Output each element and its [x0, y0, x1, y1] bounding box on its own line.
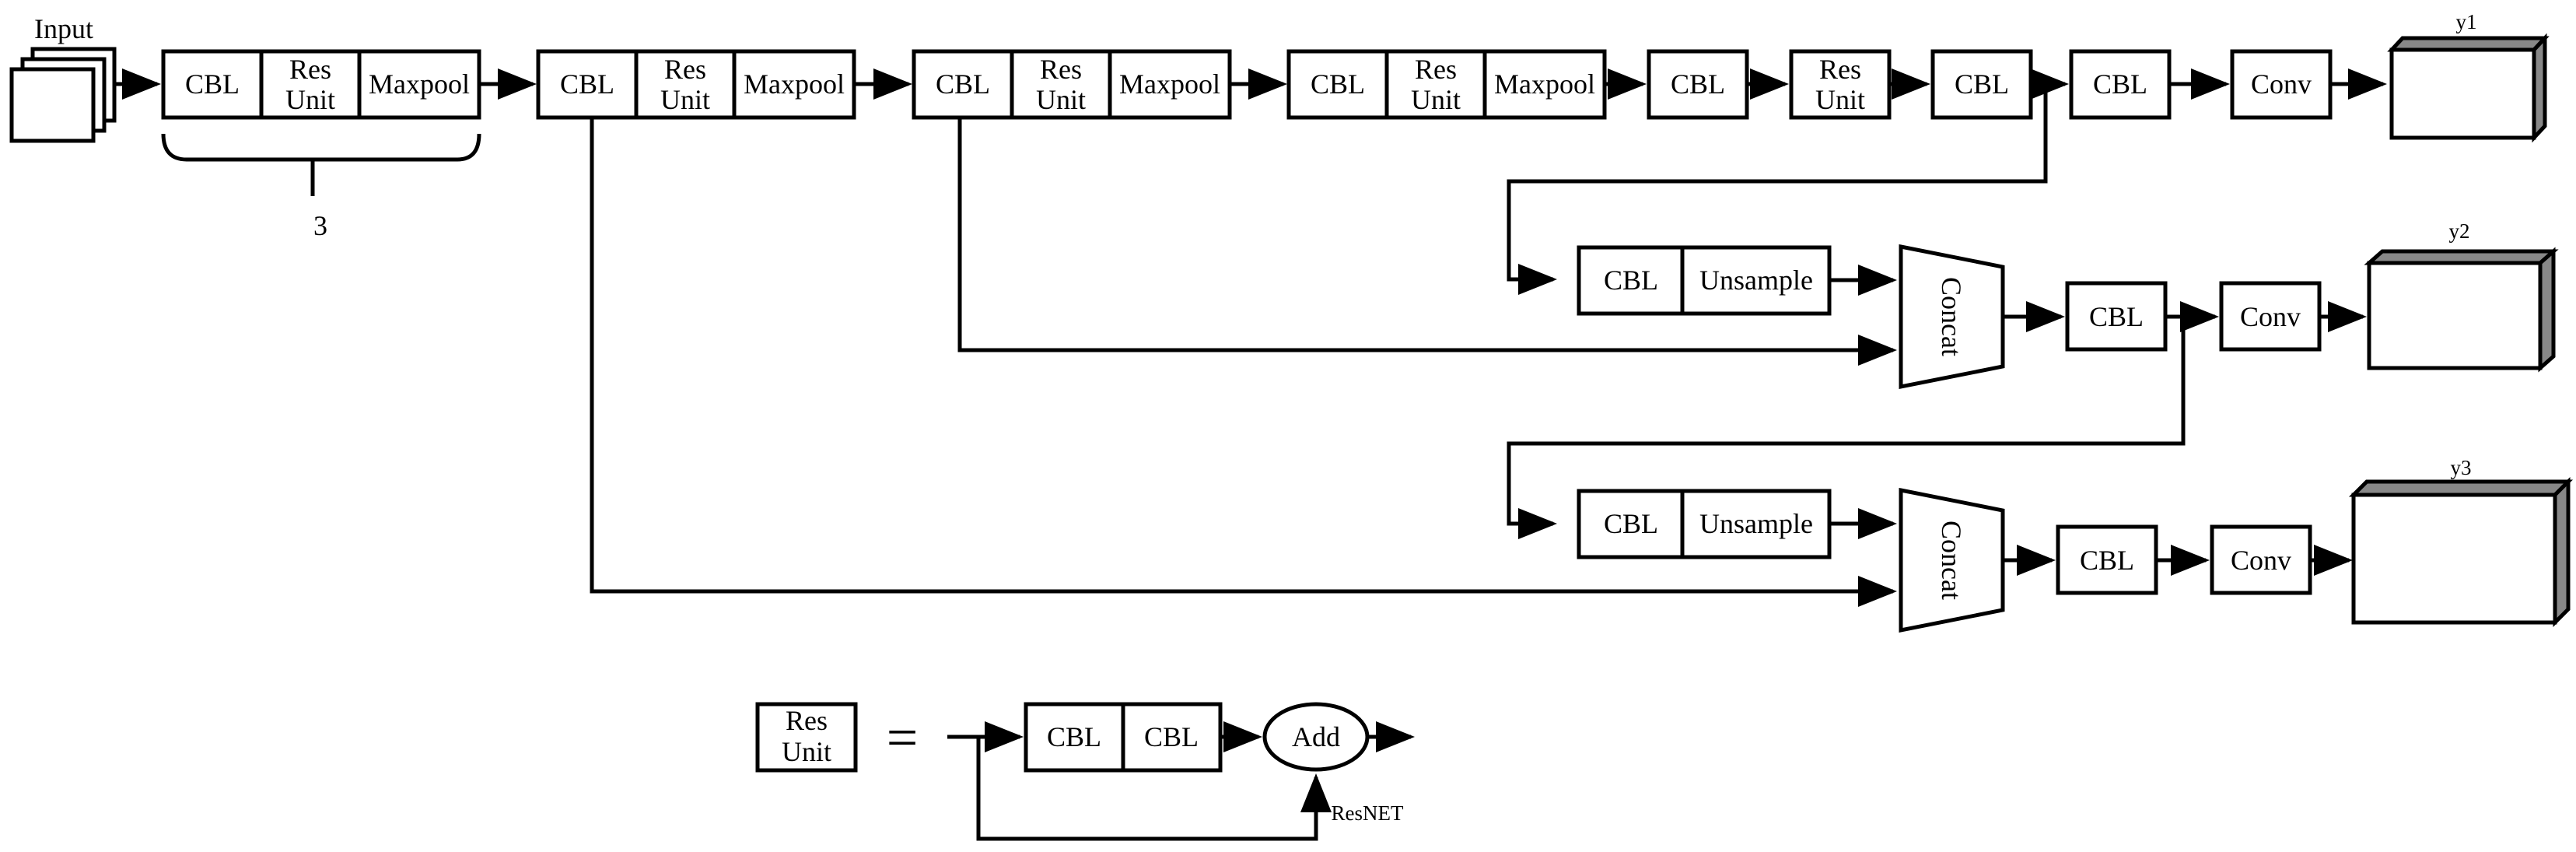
head-2-cbl: CBL — [2065, 281, 2168, 352]
output-y1: y1 — [2387, 10, 2550, 143]
block-1-frame — [161, 49, 481, 120]
tail-unit-label: Unit — [1815, 84, 1865, 115]
y3-label: y3 — [2451, 456, 2472, 479]
legend-cbl-1-label: CBL — [1047, 721, 1101, 752]
upsample-1-cbl-label: CBL — [1604, 265, 1658, 296]
block-2-res-label: Res — [664, 54, 706, 85]
tail-res-label: Res — [1819, 54, 1861, 85]
repeat-brace: 3 — [161, 133, 481, 241]
repeat-count-label: 3 — [313, 210, 327, 241]
block-4-maxpool-label: Maxpool — [1494, 68, 1595, 100]
tail-res-unit: Res Unit — [1789, 49, 1892, 120]
connector-block2-to-concat2 — [590, 117, 1897, 607]
concat-2-label: Concat — [1936, 521, 1967, 600]
block-3-maxpool-label: Maxpool — [1119, 68, 1220, 100]
head-2-conv-label: Conv — [2240, 301, 2301, 332]
block-3-cbl-label: CBL — [936, 68, 990, 100]
head-3-cbl-label: CBL — [2080, 545, 2134, 576]
connector-to-upsample-2 — [1507, 317, 2186, 539]
input-layer-front — [9, 67, 96, 143]
block-1-unit-label: Unit — [285, 84, 335, 115]
head-1-conv-label: Conv — [2251, 68, 2312, 100]
block-3-res-label: Res — [1040, 54, 1082, 85]
block-1-maxpool-label: Maxpool — [369, 68, 470, 100]
legend-res-unit-box — [755, 702, 858, 773]
block-2-maxpool-label: Maxpool — [744, 68, 845, 100]
legend-res-label: Res — [786, 705, 828, 736]
connector-block3-to-concat1 — [957, 117, 1897, 366]
equals-sign: = — [887, 706, 919, 769]
head-3-conv: Conv — [2210, 524, 2312, 595]
tail-cbl-1-label: CBL — [1671, 68, 1725, 100]
tail-cbl-1: CBL — [1647, 49, 1749, 120]
block-4-unit-label: Unit — [1411, 84, 1461, 115]
backbone-block-1: CBL Res Unit Maxpool — [161, 49, 481, 120]
block-1-cbl-label: CBL — [185, 68, 240, 100]
upsample-block-1: CBL Unsample — [1577, 245, 1832, 316]
output-y3: y3 — [2348, 456, 2574, 628]
y2-label: y2 — [2449, 219, 2470, 243]
head-1-cbl-label: CBL — [2093, 68, 2147, 100]
block-2-cbl-label: CBL — [560, 68, 614, 100]
block-3-unit-label: Unit — [1036, 84, 1086, 115]
residual-skip-connection — [976, 737, 1332, 841]
block-1-res-label: Res — [289, 54, 331, 85]
y1-label: y1 — [2456, 10, 2477, 33]
head-3-conv-label: Conv — [2231, 545, 2291, 576]
tail-cbl-2-label: CBL — [1955, 68, 2009, 100]
resnet-label: ResNET — [1332, 801, 1404, 825]
input-label: Input — [34, 13, 93, 44]
concat-1: Concat — [1899, 244, 2005, 390]
head-2-cbl-label: CBL — [2089, 301, 2144, 332]
upsample-block-2: CBL Unsample — [1577, 489, 1832, 559]
input-stack: Input — [9, 13, 117, 143]
backbone-block-4: CBL Res Unit Maxpool — [1286, 49, 1607, 120]
block-4-cbl-label: CBL — [1311, 68, 1365, 100]
head-3-cbl: CBL — [2056, 524, 2158, 595]
legend-cbl-2-label: CBL — [1144, 721, 1199, 752]
backbone-block-2: CBL Res Unit Maxpool — [536, 49, 856, 120]
concat-1-label: Concat — [1936, 277, 1967, 356]
output-y2: y2 — [2364, 219, 2559, 373]
block-2-unit-label: Unit — [660, 84, 710, 115]
block-4-frame — [1286, 49, 1607, 120]
tail-cbl-2: CBL — [1930, 49, 2033, 120]
concat-2: Concat — [1899, 487, 2005, 633]
add-label: Add — [1292, 721, 1340, 752]
connector-to-upsample-1 — [1507, 84, 2048, 295]
head-1-conv: Conv — [2230, 49, 2333, 120]
upsample-2-label: Unsample — [1699, 508, 1813, 539]
backbone-block-3: CBL Res Unit Maxpool — [912, 49, 1232, 120]
upsample-2-cbl-label: CBL — [1604, 508, 1658, 539]
head-1-cbl: CBL — [2069, 49, 2172, 120]
head-2-conv: Conv — [2219, 281, 2322, 352]
res-unit-legend: Res Unit = CBL CBL Add ResNET — [755, 702, 1415, 841]
block-4-res-label: Res — [1415, 54, 1457, 85]
legend-unit-label: Unit — [782, 736, 831, 767]
upsample-1-label: Unsample — [1699, 265, 1813, 296]
